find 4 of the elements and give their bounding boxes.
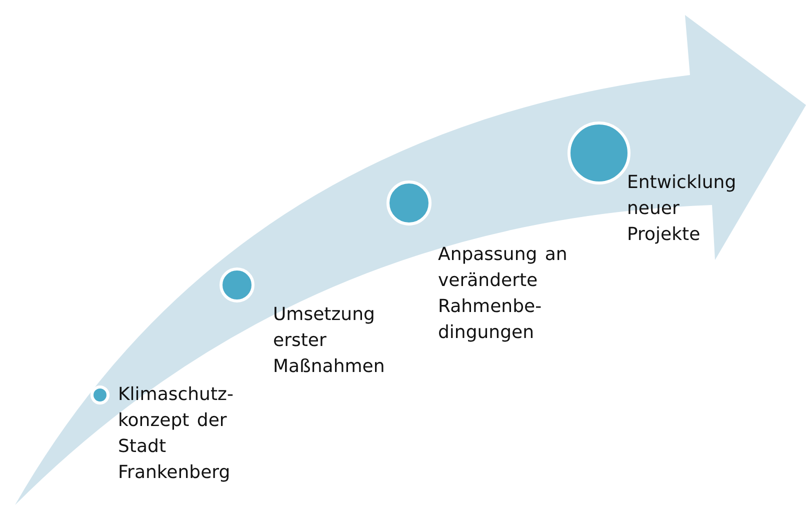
step-label: Umsetzung erster Maßnahmen	[273, 303, 386, 379]
step-label: Klimaschutz- konzept der Stadt Frankenberg	[118, 383, 234, 485]
step-label: Anpassung an veränderte Rahmenbe- dingungen	[438, 243, 568, 345]
step-label: Entwicklung neuer Projekte	[627, 171, 738, 247]
